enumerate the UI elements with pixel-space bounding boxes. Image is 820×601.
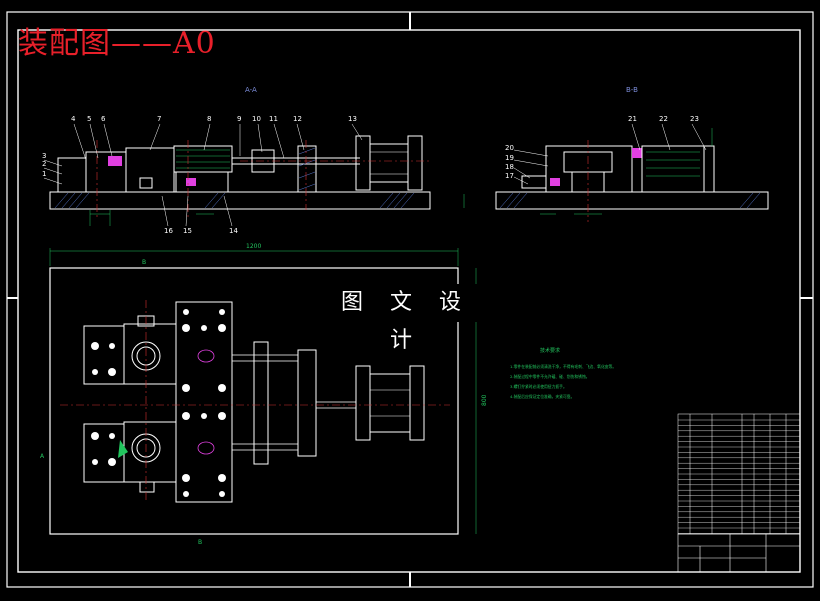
- part-num-18: 18: [505, 163, 514, 171]
- part-num-11: 11: [269, 115, 278, 123]
- part-num-5: 5: [87, 115, 91, 123]
- part-num-16: 16: [164, 227, 173, 235]
- part-num-10: 10: [252, 115, 261, 123]
- note-line: 3.螺钉拧紧时必须使用扭力扳手。: [510, 384, 567, 389]
- watermark-text: 图 文 设 计: [318, 284, 494, 353]
- note-line: 4.装配后应保证定位准确，夹紧可靠。: [510, 394, 574, 399]
- title-block: [677, 533, 801, 573]
- part-num-19: 19: [505, 154, 514, 162]
- part-num-9: 9: [237, 115, 241, 123]
- notes-heading: 技术要求: [540, 347, 560, 354]
- dimension-overall-width: 800: [481, 394, 488, 406]
- part-num-17: 17: [505, 172, 514, 180]
- plan-section-mark-b: B: [142, 259, 146, 266]
- part-num-13: 13: [348, 115, 357, 123]
- page-title: 装配图——A0: [18, 26, 216, 61]
- plan-view: 1200 800: [49, 243, 488, 535]
- dimension-overall-length: 1200: [246, 243, 261, 250]
- part-num-15: 15: [183, 227, 192, 235]
- part-num-22: 22: [659, 115, 668, 123]
- part-num-23: 23: [690, 115, 699, 123]
- part-num-3: 3: [42, 152, 46, 160]
- section-bb-view: [495, 140, 769, 222]
- part-num-7: 7: [157, 115, 161, 123]
- part-num-6: 6: [101, 115, 106, 123]
- section-aa-label: A-A: [245, 86, 257, 94]
- part-num-14: 14: [229, 227, 238, 235]
- section-aa-view: [49, 135, 431, 220]
- part-num-12: 12: [293, 115, 302, 123]
- note-line: 2.装配过程中零件不允许磕、碰、划伤和锈蚀。: [510, 374, 590, 379]
- part-num-20: 20: [505, 144, 514, 152]
- plan-section-mark-a: A: [40, 453, 45, 460]
- section-bb-label: B-B: [626, 86, 638, 94]
- part-num-4: 4: [71, 115, 76, 123]
- part-num-8: 8: [207, 115, 211, 123]
- part-num-1: 1: [42, 170, 46, 178]
- part-num-21: 21: [628, 115, 637, 123]
- part-num-2: 2: [42, 160, 46, 168]
- note-line: 1.零件在装配前必须清洗干净，不得有毛刺、飞边、氧化皮等。: [510, 364, 616, 369]
- plan-section-mark-b2: B: [198, 539, 202, 546]
